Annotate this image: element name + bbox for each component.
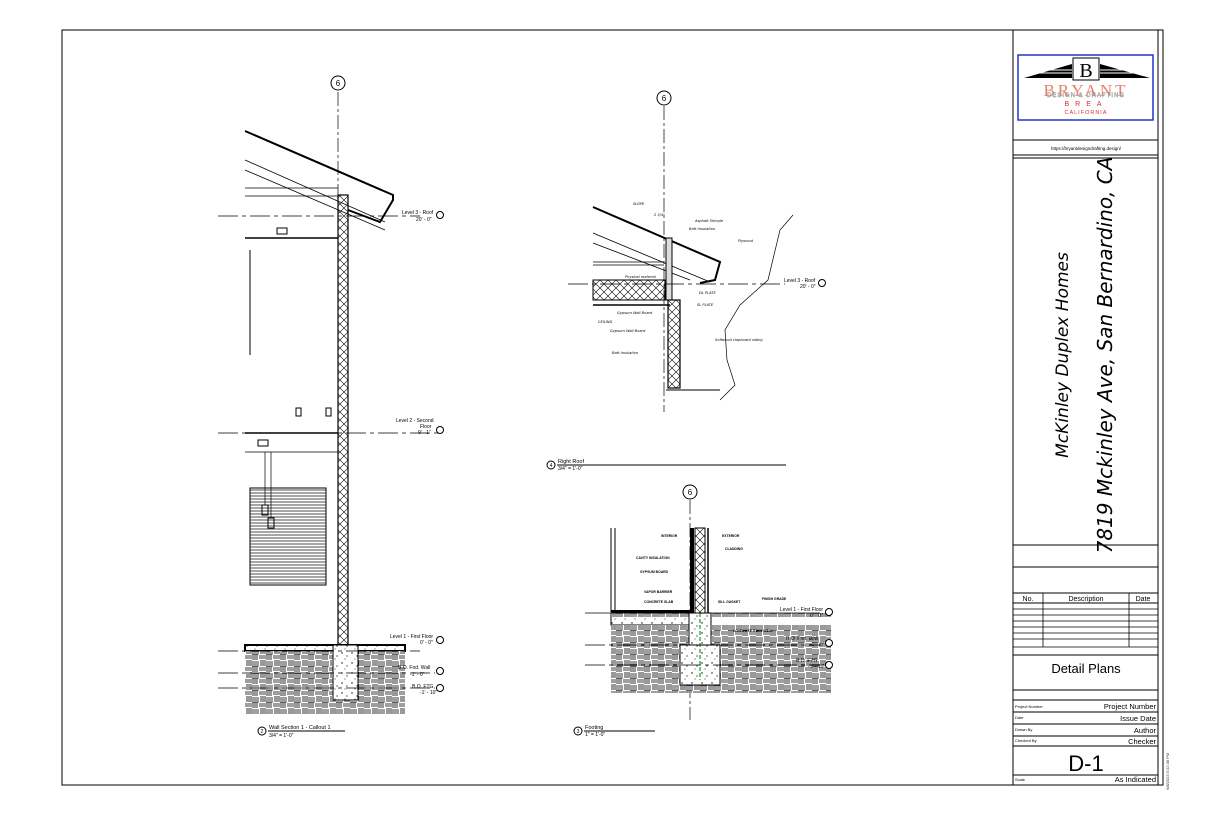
- view-scale: 1" = 1'-0": [585, 732, 605, 738]
- annotation: Batt Insulation: [689, 227, 716, 231]
- annotation: DL PLATE: [699, 291, 716, 295]
- level-marker-icon: [436, 636, 444, 644]
- annotation: Batt Insulation: [612, 351, 639, 355]
- print-timestamp: 9/8/2023 5:22:38 PM: [1165, 753, 1170, 790]
- level-marker-icon: [825, 661, 833, 669]
- field-label: Date: [1015, 715, 1024, 720]
- level-elevation: 20' - 0": [800, 284, 816, 290]
- field-value: Issue Date: [1120, 714, 1156, 723]
- field-label: Scale: [1015, 777, 1026, 782]
- field-label: Checked By: [1015, 738, 1037, 743]
- view-title: Right Roof: [558, 459, 584, 465]
- annotation: INTERIOR: [661, 534, 678, 538]
- level-elevation: 20' - 0": [416, 217, 432, 223]
- field-label: Drawn By: [1015, 727, 1032, 732]
- scale-value: As Indicated: [1115, 775, 1156, 784]
- level-marker-icon: [825, 608, 833, 616]
- callout-number: 4: [550, 463, 553, 469]
- column-header: Date: [1136, 596, 1151, 603]
- column-header: Description: [1068, 596, 1103, 603]
- annotation: CAVITY INSULATION: [636, 556, 670, 560]
- annotation: EXTERIOR: [722, 534, 740, 538]
- annotation: SILL GASKET: [718, 600, 741, 604]
- title-block: B BRYANT DESIGN & DRAFTING BREA CALIFORN…: [1012, 29, 1170, 790]
- logo-state: CALIFORNIA: [1064, 110, 1107, 116]
- level-elevation: -1' - 0": [810, 642, 825, 648]
- level-name: Level 1 - First Floor: [390, 634, 433, 640]
- view-scale: 3/4" = 1'-0": [269, 733, 294, 739]
- field-value: Author: [1134, 726, 1157, 735]
- logo-letter: B: [1079, 60, 1092, 82]
- sheet-border: [61, 29, 1164, 786]
- grid-bubble: [330, 75, 346, 91]
- annotation: Gypsum Wall Board: [610, 329, 646, 333]
- view-title: Wall Section 1 - Callout 1: [269, 725, 331, 731]
- callout-bubble: [257, 726, 267, 736]
- callout-number: 2: [261, 729, 264, 735]
- grid-label: 6: [662, 94, 667, 103]
- level-marker-icon: [436, 426, 444, 434]
- footing-detail-view: 6 INTERIOR EXTERIOR CAVITY INSULATION CL…: [573, 484, 833, 738]
- annotation: Physical material: [625, 275, 656, 279]
- logo-tagline: DESIGN & DRAFTING: [1047, 93, 1125, 99]
- annotation: Asphalt Shingle: [694, 219, 724, 223]
- level-name: B.O. Fnd. Wall: [398, 665, 430, 671]
- sheet-title: Detail Plans: [1051, 661, 1121, 676]
- view-title: Footing: [585, 725, 603, 731]
- annotation: CONCRETE STEM WALL: [733, 629, 773, 633]
- annotation: Plywood: [738, 239, 754, 243]
- annotation: 2 3/4": [654, 213, 665, 217]
- level-name: B.O. FTG: [412, 684, 434, 690]
- wall-section-view: 6 Level 3 - Roof 20' - 0" Level 2 - Seco…: [218, 75, 444, 739]
- view-scale: 3/4" = 1'-0": [558, 466, 583, 472]
- annotation: SL PLATE: [697, 303, 714, 307]
- level-marker-icon: [436, 684, 444, 692]
- company-url[interactable]: https://bryantdesigndrafting.design/: [1051, 146, 1122, 151]
- column-header: No.: [1023, 596, 1034, 603]
- level-marker-icon: [436, 667, 444, 675]
- field-value: Checker: [1128, 737, 1156, 746]
- revision-table: No. Description Date: [1012, 566, 1159, 656]
- level-name: B.O. FTG: [796, 658, 818, 664]
- annotation: SLOPE: [633, 202, 645, 206]
- level-elevation: 0' - 0": [810, 613, 823, 619]
- level-name: Level 3 - Roof: [402, 210, 434, 216]
- level-name: Floor: [420, 424, 432, 430]
- annotation: GYPSUM BOARD: [640, 570, 669, 574]
- level-elevation: -1' - 10": [420, 690, 437, 696]
- callout-number: 3: [577, 729, 580, 735]
- sheet-number: D-1: [1068, 751, 1103, 776]
- project-address: 7819 Mckinley Ave, San Bernardino, CA: [1093, 157, 1117, 554]
- field-label: Project Number: [1015, 704, 1043, 709]
- project-name: McKinley Duplex Homes: [1053, 252, 1073, 458]
- company-logo: B BRYANT DESIGN & DRAFTING BREA CALIFORN…: [1017, 54, 1154, 121]
- level-marker-icon: [436, 211, 444, 219]
- annotation: Gypsum Wall Board: [617, 311, 653, 315]
- annotation: Softwood clapboard siding: [715, 338, 763, 342]
- annotation: CONCRETE SLAB: [644, 600, 674, 604]
- level-elevation: -1' - 0": [410, 672, 425, 678]
- logo-city: BREA: [1064, 101, 1107, 108]
- level-name: Level 3 - Roof: [784, 278, 816, 284]
- grid-label: 6: [336, 79, 341, 88]
- grid-label: 6: [688, 488, 693, 497]
- annotation: CEILING: [598, 320, 613, 324]
- level-marker-icon: [825, 639, 833, 647]
- field-value: Project Number: [1104, 702, 1157, 711]
- annotation: VAPOR BARRIER: [644, 590, 673, 594]
- level-name: Level 2 - Second: [396, 418, 434, 424]
- wall-assembly: [337, 194, 349, 646]
- level-name: Level 1 - First Floor: [780, 607, 823, 613]
- level-marker-icon: [818, 279, 826, 287]
- roof-detail-view: 6 SLOPE 2 3/4" Asphalt Shingle Batt Insu…: [546, 90, 826, 472]
- annotation: CLADDING: [725, 547, 743, 551]
- title-fields: [1013, 30, 1159, 785]
- level-elevation: 9' - 1": [418, 430, 431, 436]
- window-blinds: [249, 487, 327, 586]
- level-elevation: -1' - 10": [808, 664, 825, 670]
- level-name: B.O. Fnd. Wall: [786, 636, 818, 642]
- logo-brand: BRYANT: [1043, 81, 1128, 100]
- level-elevation: 0' - 0": [420, 640, 433, 646]
- annotation: FINISH GRADE: [762, 597, 787, 601]
